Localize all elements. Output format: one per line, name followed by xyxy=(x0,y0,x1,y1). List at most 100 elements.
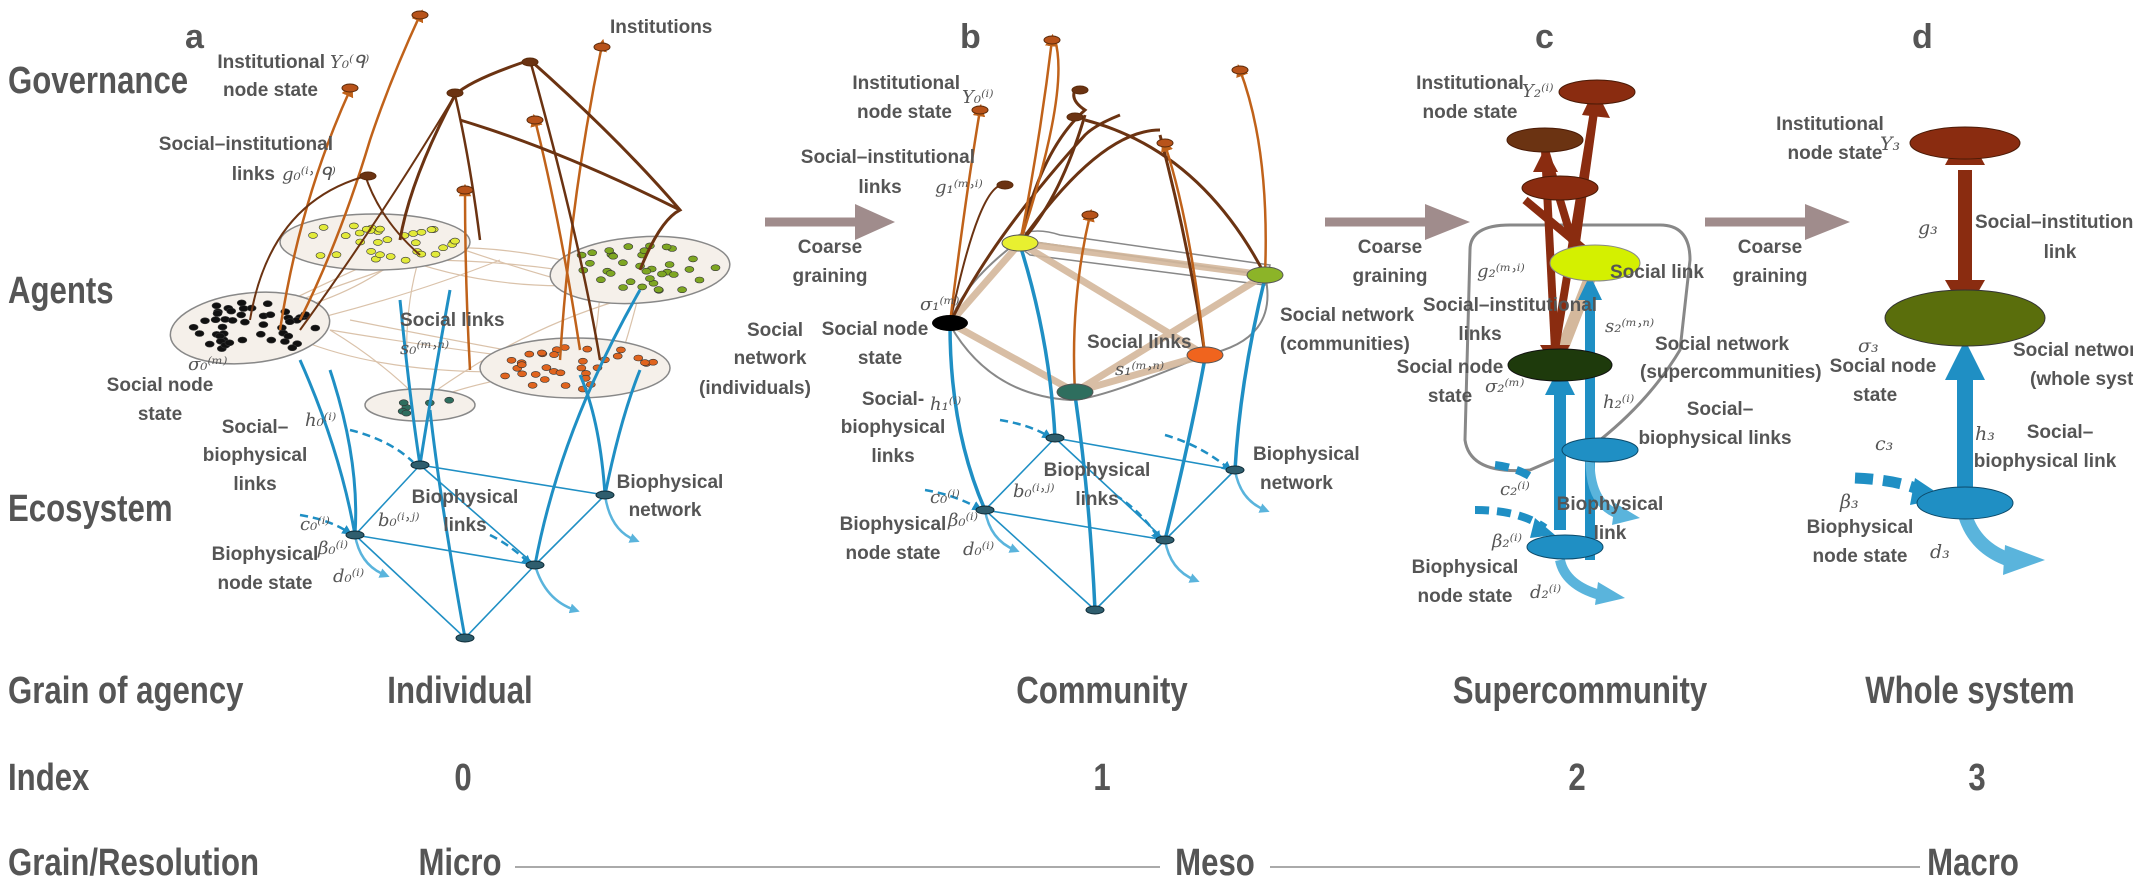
svg-text:Biophysical: Biophysical xyxy=(1253,444,1360,465)
svg-text:Biophysical: Biophysical xyxy=(1807,517,1914,538)
agent-node xyxy=(375,225,385,233)
agent-node xyxy=(401,409,412,417)
svg-text:Social–institutional: Social–institutional xyxy=(801,147,975,168)
svg-text:s₁⁽ᵐ˒ⁿ⁾: s₁⁽ᵐ˒ⁿ⁾ xyxy=(1115,359,1164,380)
svg-text:Social link: Social link xyxy=(1610,262,1704,283)
svg-text:Social node: Social node xyxy=(107,375,214,396)
agent-node xyxy=(625,278,636,286)
agent-node xyxy=(500,372,510,380)
agent-node xyxy=(541,364,552,371)
agent-node xyxy=(527,381,538,389)
coarse-graining-label-bc: Coarse graining xyxy=(1353,237,1428,287)
agent-node xyxy=(280,338,290,345)
agent-node xyxy=(217,323,228,331)
svg-text:β₂⁽ⁱ⁾: β₂⁽ⁱ⁾ xyxy=(1491,531,1522,552)
svg-text:σ₁⁽ᵐ⁾: σ₁⁽ᵐ⁾ xyxy=(920,294,959,315)
agent-node xyxy=(633,354,644,362)
agent-node xyxy=(587,249,598,256)
agent-node xyxy=(212,310,223,317)
svg-text:Biophysical: Biophysical xyxy=(1557,494,1664,515)
agent-node xyxy=(227,317,238,324)
svg-text:node state: node state xyxy=(845,543,940,564)
svg-text:β₀⁽ⁱ⁾: β₀⁽ⁱ⁾ xyxy=(947,510,978,531)
svg-text:network: network xyxy=(1260,473,1333,494)
agent-node xyxy=(616,346,626,354)
panel-d-graphic xyxy=(1854,126,2046,575)
svg-text:links: links xyxy=(1458,324,1501,345)
coarse-graining-label-cd: Coarse graining xyxy=(1733,237,1808,287)
svg-text:biophysical: biophysical xyxy=(841,417,946,438)
svg-text:Social node: Social node xyxy=(1397,357,1504,378)
agent-node xyxy=(694,276,705,284)
svg-text:(whole system): (whole system) xyxy=(2030,369,2133,390)
agent-node xyxy=(576,364,587,372)
agent-node xyxy=(375,251,385,258)
svg-text:σ₃: σ₃ xyxy=(1858,335,1879,357)
agent-node xyxy=(265,311,276,319)
agent-node xyxy=(416,250,427,258)
svg-text:links: links xyxy=(233,474,276,495)
panel-d-symbols: Υ₃ g₃ σ₃ h₃ c₃ β₃ d₃ xyxy=(1839,133,1995,563)
panel-c-symbols: Υ₂⁽ⁱ⁾ g₂⁽ᵐ˒ⁱ⁾ s₂⁽ᵐ˒ⁿ⁾ σ₂⁽ᵐ⁾ h₂⁽ⁱ⁾ c₂⁽ⁱ⁾ … xyxy=(1477,81,1654,603)
svg-text:Social node: Social node xyxy=(1830,356,1937,377)
agent-node xyxy=(612,352,623,360)
svg-text:Institutional: Institutional xyxy=(1776,114,1884,135)
panel-a-graphic xyxy=(169,9,731,643)
agent-node xyxy=(596,276,606,284)
svg-text:h₀⁽ⁱ⁾: h₀⁽ⁱ⁾ xyxy=(305,410,336,431)
agent-node xyxy=(536,349,547,357)
svg-text:biophysical link: biophysical link xyxy=(1974,451,2117,472)
svg-text:Social network: Social network xyxy=(1655,334,1790,355)
agent-node xyxy=(605,270,616,277)
agent-node xyxy=(684,266,695,273)
svg-text:Social links: Social links xyxy=(1087,332,1192,353)
svg-text:Biophysical: Biophysical xyxy=(617,472,724,493)
svg-text:state: state xyxy=(858,348,902,369)
svg-text:h₃: h₃ xyxy=(1975,423,1995,445)
agent-node xyxy=(262,300,273,308)
svg-text:b₀⁽ⁱ˒ʲ⁾: b₀⁽ⁱ˒ʲ⁾ xyxy=(1013,481,1054,502)
svg-text:Social–institutional: Social–institutional xyxy=(159,134,333,155)
agent-node xyxy=(236,311,246,319)
agent-node xyxy=(283,332,294,340)
svg-text:d₂⁽ⁱ⁾: d₂⁽ⁱ⁾ xyxy=(1530,582,1561,603)
svg-text:network: network xyxy=(629,500,702,521)
panel-b-graphic xyxy=(924,33,1284,615)
svg-text:Υ₀⁽ⁱ⁾: Υ₀⁽ⁱ⁾ xyxy=(962,87,994,108)
svg-text:network: network xyxy=(734,348,807,369)
agent-node xyxy=(560,382,571,389)
agent-node xyxy=(416,229,427,236)
agent-node xyxy=(618,284,628,291)
svg-text:Coarse: Coarse xyxy=(798,237,862,258)
svg-text:g₂⁽ᵐ˒ⁱ⁾: g₂⁽ᵐ˒ⁱ⁾ xyxy=(1477,261,1525,282)
agent-node xyxy=(524,350,535,358)
svg-text:Institutional: Institutional xyxy=(852,73,960,94)
svg-text:Biophysical: Biophysical xyxy=(1044,460,1151,481)
agent-node xyxy=(382,236,393,243)
svg-text:Social: Social xyxy=(747,320,803,341)
row-label-ecosystem: Ecosystem xyxy=(8,488,173,530)
svg-text:state: state xyxy=(138,404,182,425)
agent-node xyxy=(340,232,351,239)
agent-node xyxy=(266,336,277,344)
agent-node xyxy=(210,316,221,324)
svg-text:β₃: β₃ xyxy=(1839,491,1859,513)
svg-text:graining: graining xyxy=(793,266,868,287)
svg-text:Social–: Social– xyxy=(2027,422,2094,443)
svg-text:h₂⁽ⁱ⁾: h₂⁽ⁱ⁾ xyxy=(1603,392,1634,413)
agent-node xyxy=(308,232,318,239)
agent-node xyxy=(517,370,527,378)
agent-node xyxy=(331,251,342,258)
agent-node xyxy=(530,371,541,378)
svg-text:node state: node state xyxy=(223,80,318,101)
agent-node xyxy=(315,252,326,259)
svg-text:c₀⁽ⁱ⁾: c₀⁽ⁱ⁾ xyxy=(300,514,330,535)
agent-node xyxy=(549,351,559,358)
agent-node xyxy=(310,324,321,332)
row-label-index: Index xyxy=(8,757,90,799)
coarse-graining-arrow-bc xyxy=(1325,204,1470,240)
svg-text:links: links xyxy=(858,177,901,198)
agent-node xyxy=(240,318,250,326)
agent-node xyxy=(255,330,266,338)
